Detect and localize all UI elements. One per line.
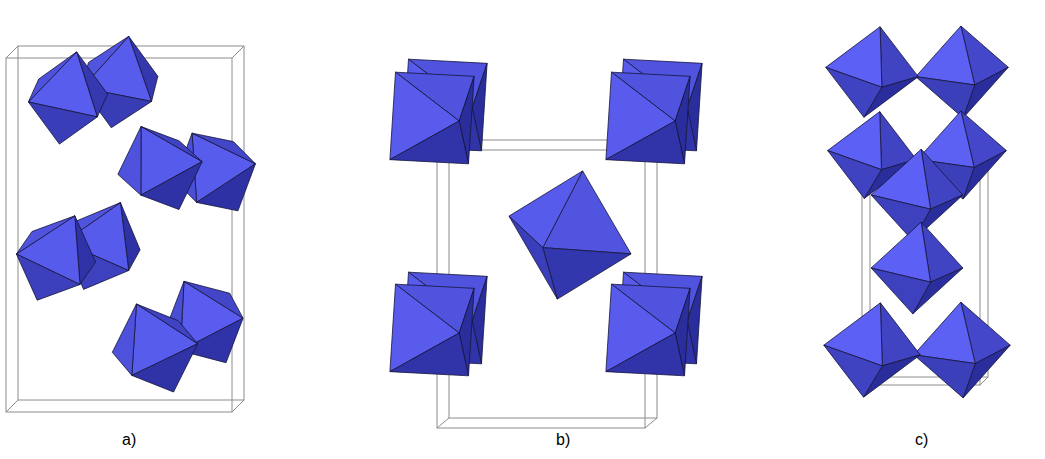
- octahedron-face: [509, 216, 557, 299]
- octahedron-face: [916, 26, 975, 85]
- octahedron-face: [390, 121, 469, 164]
- octahedron-face: [28, 102, 97, 144]
- octahedron-face: [826, 67, 882, 117]
- octahedron: [606, 72, 690, 164]
- octahedron-face: [16, 254, 80, 300]
- octahedron: [824, 303, 920, 397]
- octahedron-face: [28, 52, 76, 102]
- octahedron-face: [509, 171, 583, 248]
- octahedron: [606, 284, 690, 376]
- octahedron-face: [824, 345, 882, 397]
- octahedron: [390, 284, 474, 376]
- panel-label: c): [915, 432, 928, 448]
- panel-label: a): [122, 432, 136, 448]
- octahedron: [871, 222, 963, 314]
- octahedron-face: [916, 77, 975, 118]
- octahedron-face: [184, 281, 243, 318]
- octahedron: [16, 216, 95, 300]
- octahedron-face: [606, 333, 685, 376]
- octahedron: [112, 304, 197, 392]
- octahedron: [118, 126, 202, 209]
- octahedron-face: [132, 344, 198, 392]
- octahedron-face: [390, 333, 469, 376]
- octahedron-face: [197, 164, 256, 211]
- octahedron-face: [828, 151, 882, 199]
- octahedron: [826, 27, 919, 118]
- octahedron-face: [118, 126, 141, 195]
- octahedron-face: [606, 121, 685, 164]
- octahedron-face: [141, 162, 202, 210]
- octahedron-face: [141, 126, 202, 161]
- panel-label: b): [556, 432, 570, 448]
- octahedron: [390, 72, 474, 164]
- octahedron-face: [16, 216, 74, 254]
- octahedron-face: [192, 133, 255, 164]
- octahedron: [916, 26, 1009, 118]
- unit-cell: [6, 46, 244, 412]
- octahedron-face: [112, 304, 136, 375]
- octahedron: [28, 52, 107, 144]
- octahedron: [914, 302, 1010, 398]
- octahedron-face: [914, 302, 975, 363]
- octahedron-face: [914, 355, 975, 398]
- octahedron: [509, 171, 631, 299]
- octahedron-face: [136, 304, 197, 344]
